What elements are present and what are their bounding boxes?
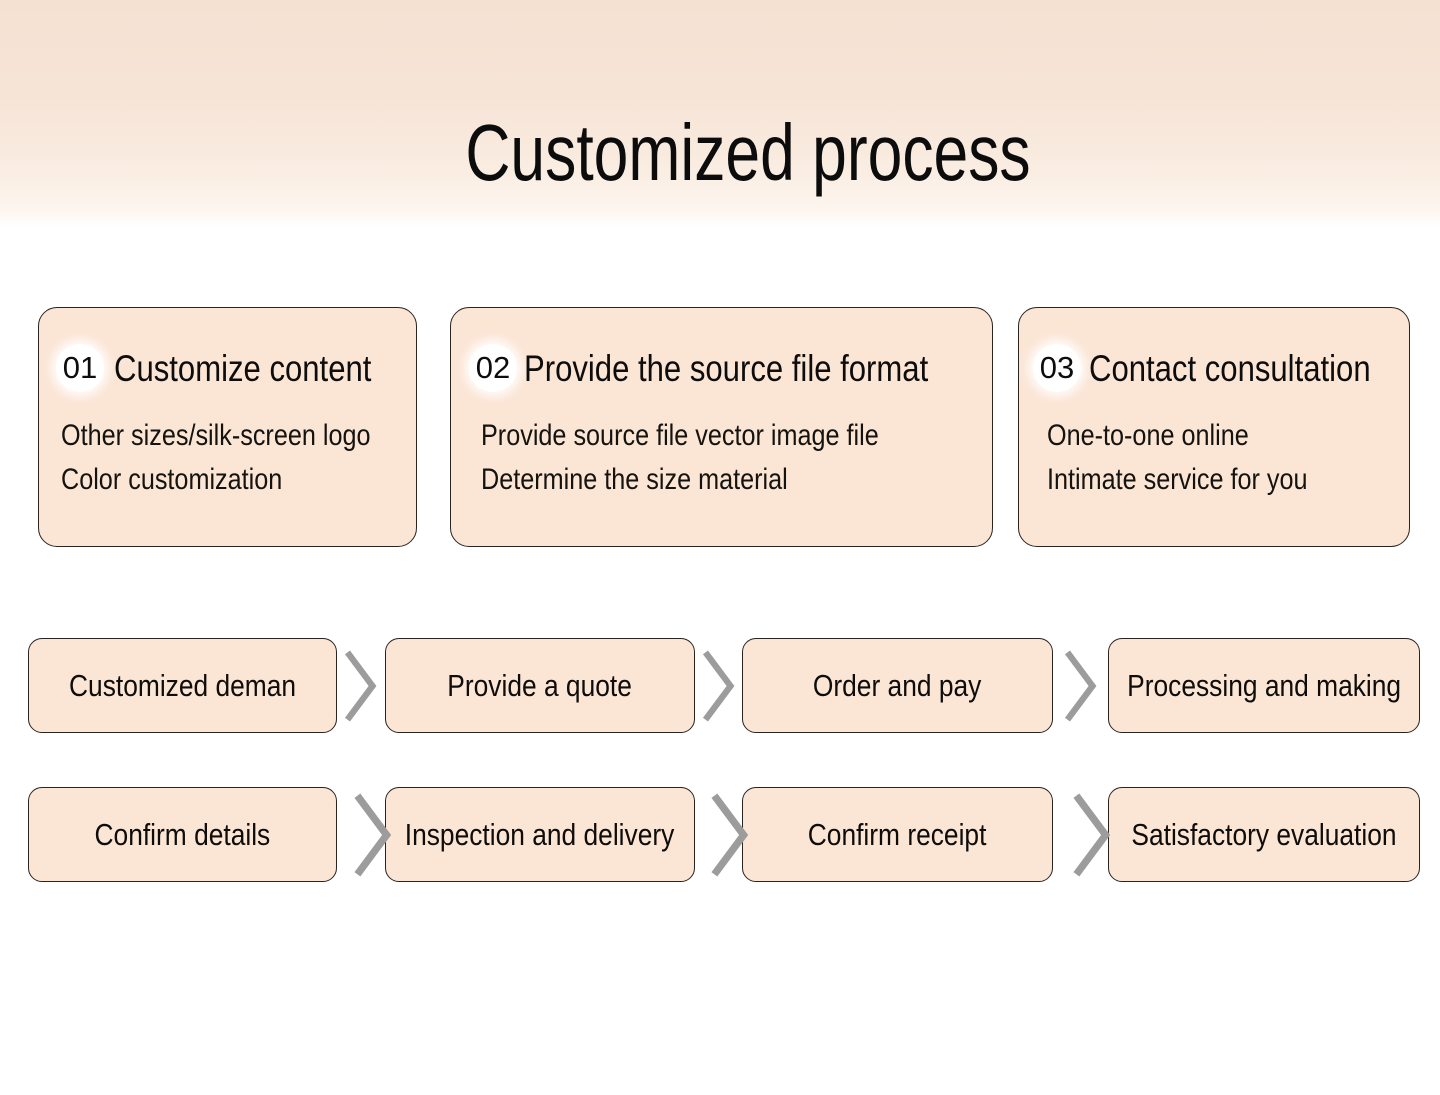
- flow-step-label: Satisfactory evaluation: [1131, 816, 1397, 852]
- flow-step-label: Processing and making: [1127, 667, 1401, 703]
- card-description-line: Intimate service for you: [1047, 463, 1308, 496]
- step-number-badge: 03: [1033, 344, 1081, 392]
- page-title: Customized process: [465, 108, 1031, 197]
- flow-step-label: Order and pay: [813, 667, 982, 703]
- step-number-badge: 01: [56, 344, 104, 392]
- card-heading: Contact consultation: [1089, 348, 1371, 389]
- flow-step-customized-demand: Customized deman: [28, 638, 337, 733]
- flow-step-order-and-pay: Order and pay: [742, 638, 1053, 733]
- chevron-right-icon: [342, 650, 378, 722]
- hero-gradient-band: [0, 0, 1440, 227]
- card-description: Other sizes/silk-screen logo Color custo…: [61, 414, 371, 502]
- card-description-line: One-to-one online: [1047, 419, 1249, 452]
- flow-step-satisfactory-evaluation: Satisfactory evaluation: [1108, 787, 1420, 882]
- chevron-right-icon: [708, 793, 750, 877]
- flow-step-inspection-delivery: Inspection and delivery: [385, 787, 695, 882]
- flow-step-label: Inspection and delivery: [405, 816, 675, 852]
- flow-step-label: Confirm details: [94, 816, 271, 852]
- step-number-badge: 02: [469, 344, 517, 392]
- card-contact-consultation: 03 Contact consultation One-to-one onlin…: [1018, 307, 1410, 547]
- flow-step-provide-quote: Provide a quote: [385, 638, 695, 733]
- card-source-file-format: 02 Provide the source file format Provid…: [450, 307, 993, 547]
- flow-step-confirm-receipt: Confirm receipt: [742, 787, 1053, 882]
- flow-step-processing-making: Processing and making: [1108, 638, 1420, 733]
- card-customize-content: 01 Customize content Other sizes/silk-sc…: [38, 307, 417, 547]
- card-description: Provide source file vector image file De…: [481, 414, 879, 502]
- flow-step-label: Customized deman: [68, 667, 297, 703]
- card-heading: Customize content: [114, 348, 372, 389]
- chevron-right-icon: [1070, 793, 1112, 877]
- card-description-line: Determine the size material: [481, 463, 788, 496]
- chevron-right-icon: [700, 650, 736, 722]
- card-description: One-to-one online Intimate service for y…: [1047, 414, 1308, 502]
- card-heading: Provide the source file format: [524, 348, 929, 389]
- card-description-line: Provide source file vector image file: [481, 419, 879, 452]
- card-description-line: Color customization: [61, 463, 283, 496]
- flow-step-label: Provide a quote: [447, 667, 633, 703]
- flow-step-label: Confirm receipt: [808, 816, 987, 852]
- flow-step-confirm-details: Confirm details: [28, 787, 337, 882]
- card-description-line: Other sizes/silk-screen logo: [61, 419, 371, 452]
- chevron-right-icon: [351, 793, 393, 877]
- chevron-right-icon: [1062, 650, 1098, 722]
